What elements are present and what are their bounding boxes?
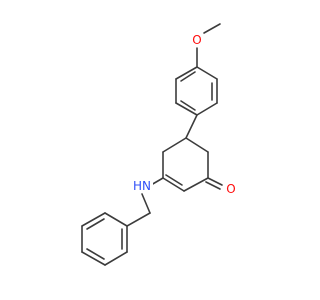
bond-ring-b-6 xyxy=(162,137,187,153)
atom-nh: HN xyxy=(131,179,153,193)
bond-methyl-o xyxy=(203,23,221,34)
anisole-ring xyxy=(175,66,218,116)
atom-o-ketone-label: O xyxy=(226,182,235,196)
bond-aryl-to-ring xyxy=(185,114,198,139)
bond-ring-c-3 xyxy=(81,251,106,266)
bond-n-to-ch2 xyxy=(141,193,151,214)
bond-ring-c-double-3 xyxy=(86,218,105,230)
bond-ring-a-double-2 xyxy=(180,100,196,111)
atom-o-methoxy: O xyxy=(190,33,204,47)
bond-ch2-to-phenyl xyxy=(126,212,151,227)
atom-nh-label: HN xyxy=(133,179,151,193)
bond-ring-a-1 xyxy=(196,66,218,80)
bond-ring-c-6 xyxy=(104,212,128,227)
bond-ring-a-6 xyxy=(175,66,198,80)
methoxy-group xyxy=(196,23,221,68)
cyclohexenone-ring xyxy=(162,137,223,192)
bond-ring-b-3 xyxy=(183,177,209,192)
phenyl-ring xyxy=(81,212,128,266)
bond-ketone-1 xyxy=(207,177,223,186)
bond-ketone-2 xyxy=(205,181,221,190)
bond-ring-b-double xyxy=(165,174,183,186)
bond-ring-b-1 xyxy=(185,137,209,153)
bond-ring-b-4 xyxy=(162,177,185,192)
bond-ring-c-double-2 xyxy=(86,248,105,260)
bond-ring-a-double-3 xyxy=(180,71,196,82)
bond-ring-a-3 xyxy=(196,102,218,116)
atom-o-methoxy-label: O xyxy=(192,33,201,47)
chemical-structure-diagram: O O HN xyxy=(81,23,238,266)
atom-o-ketone: O xyxy=(224,182,238,196)
bond-ring-c-5 xyxy=(81,212,106,227)
bond-ring-a-4 xyxy=(175,102,198,116)
bond-ring-c-2 xyxy=(104,251,128,266)
